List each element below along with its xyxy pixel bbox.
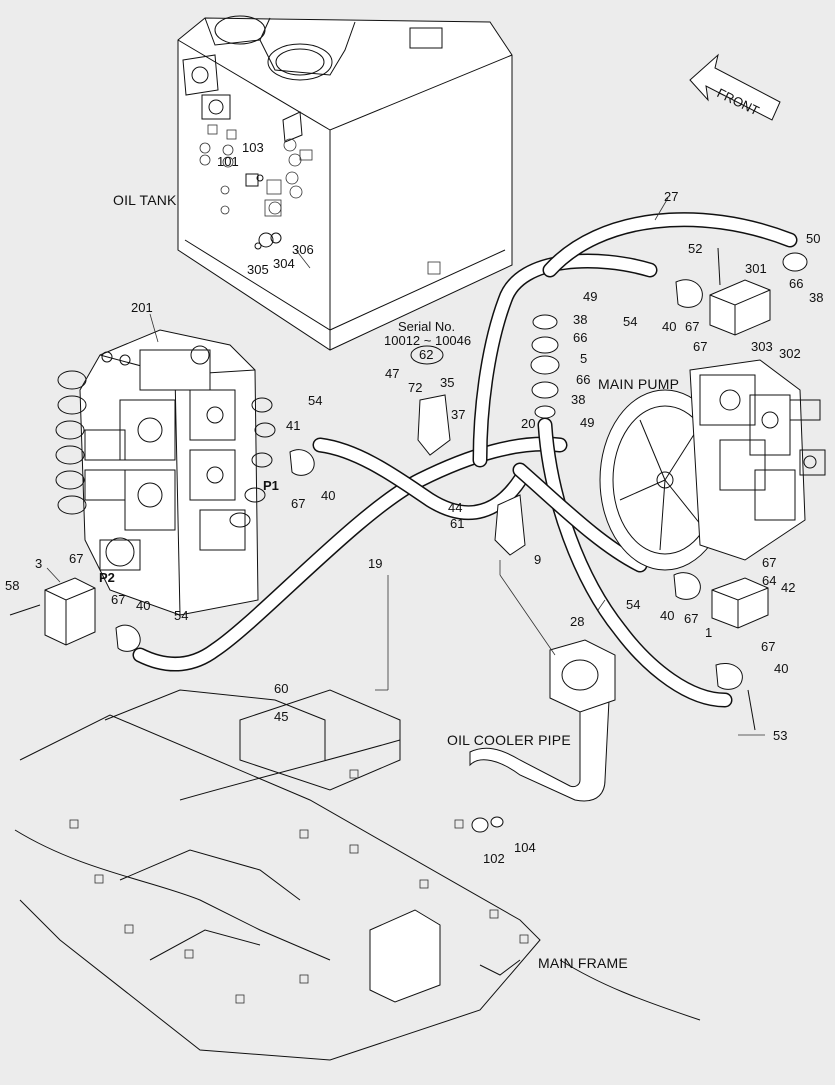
callout: 67 xyxy=(69,551,83,566)
callout: 19 xyxy=(368,556,382,571)
callout: 40 xyxy=(774,661,788,676)
port-p2-label: P2 xyxy=(99,570,115,585)
front-arrow: FRONT xyxy=(689,53,781,121)
callout: 64 xyxy=(762,573,776,588)
callout: 50 xyxy=(806,231,820,246)
callout: 45 xyxy=(274,709,288,724)
callout: 101 xyxy=(217,154,239,169)
callout: 54 xyxy=(623,314,637,329)
callout: 302 xyxy=(779,346,801,361)
callout: 53 xyxy=(773,728,787,743)
serial-callout: 62 xyxy=(419,347,433,362)
callout: 67 xyxy=(693,339,707,354)
callout: 58 xyxy=(5,578,19,593)
callout: 301 xyxy=(745,261,767,276)
serial-range-label: 10012 ~ 10046 xyxy=(384,333,471,348)
callout: 47 xyxy=(385,366,399,381)
callout: 38 xyxy=(573,312,587,327)
callout: 54 xyxy=(308,393,322,408)
callout: 49 xyxy=(583,289,597,304)
callout: 40 xyxy=(662,319,676,334)
callout: 303 xyxy=(751,339,773,354)
callout: 60 xyxy=(274,681,288,696)
callout: 49 xyxy=(580,415,594,430)
callout: 66 xyxy=(789,276,803,291)
callout: 306 xyxy=(292,242,314,257)
callout: 38 xyxy=(571,392,585,407)
callout: 54 xyxy=(174,608,188,623)
oil-tank xyxy=(177,15,513,351)
callout: 44 xyxy=(448,500,462,515)
callout: 28 xyxy=(570,614,584,629)
callout: 67 xyxy=(685,319,699,334)
serial-callout-oval xyxy=(410,345,444,365)
callout: 52 xyxy=(688,241,702,256)
callout: 9 xyxy=(534,552,541,567)
callout: 40 xyxy=(136,598,150,613)
callout: 27 xyxy=(664,189,678,204)
callout: 40 xyxy=(660,608,674,623)
oil-cooler-pipe xyxy=(469,639,616,833)
callout: 37 xyxy=(451,407,465,422)
callout: 305 xyxy=(247,262,269,277)
hoses xyxy=(132,212,798,708)
callout: 104 xyxy=(514,840,536,855)
leader-lines xyxy=(46,197,765,736)
main-pump-label: MAIN PUMP xyxy=(598,376,679,392)
section-labels: OIL TANK MAIN PUMP OIL COOLER PIPE MAIN … xyxy=(99,192,679,971)
callout: 67 xyxy=(762,555,776,570)
callout: 66 xyxy=(576,372,590,387)
callout: 103 xyxy=(242,140,264,155)
callout: 38 xyxy=(809,290,823,305)
port-p1-label: P1 xyxy=(263,478,279,493)
callout: 66 xyxy=(573,330,587,345)
main-frame-label: MAIN FRAME xyxy=(538,955,628,971)
serial-no-label: Serial No. xyxy=(398,319,455,334)
control-valve xyxy=(55,329,276,616)
fittings xyxy=(9,247,808,731)
main-frame xyxy=(14,689,701,1061)
main-pump xyxy=(599,359,826,571)
callout: 1 xyxy=(705,625,712,640)
callout: 54 xyxy=(626,597,640,612)
callout: 20 xyxy=(521,416,535,431)
callout: 201 xyxy=(131,300,153,315)
callout: 304 xyxy=(273,256,295,271)
callout: 42 xyxy=(781,580,795,595)
callout: 3 xyxy=(35,556,42,571)
callout: 67 xyxy=(684,611,698,626)
callout: 35 xyxy=(440,375,454,390)
callout: 102 xyxy=(483,851,505,866)
oil-tank-label: OIL TANK xyxy=(113,192,177,208)
callout: 5 xyxy=(580,351,587,366)
callout: 41 xyxy=(286,418,300,433)
callout: 40 xyxy=(321,488,335,503)
callout: 61 xyxy=(450,516,464,531)
oil-cooler-pipe-label: OIL COOLER PIPE xyxy=(447,732,571,748)
callout: 72 xyxy=(408,380,422,395)
callout: 67 xyxy=(291,496,305,511)
part-callouts: 27 50 52 301 66 38 49 38 54 40 67 302 30… xyxy=(5,140,823,866)
callout: 67 xyxy=(761,639,775,654)
callout: 67 xyxy=(111,592,125,607)
